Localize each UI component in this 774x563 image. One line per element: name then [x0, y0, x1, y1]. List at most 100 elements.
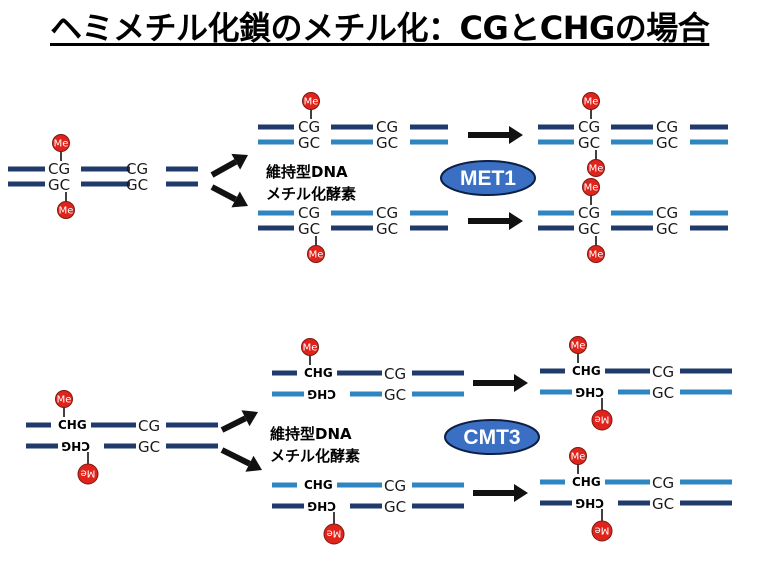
base-pair-top: CG — [578, 118, 600, 136]
arrow-icon — [220, 410, 258, 433]
base-pair-top: CG — [376, 118, 398, 136]
methyl-label: Me — [81, 468, 96, 479]
strand-segment — [605, 368, 650, 374]
methyl-group: Me — [301, 338, 319, 365]
enzyme-description-line1: 維持型DNA — [270, 425, 352, 443]
strand-segment — [26, 443, 58, 449]
base-pair-top: CG — [652, 363, 674, 381]
methyl-label: Me — [59, 206, 74, 217]
strand-segment — [91, 422, 136, 428]
enzyme-label: MET1 — [460, 167, 516, 190]
arrow-head — [231, 191, 248, 208]
methyl-label: Me — [303, 343, 318, 354]
arrow-icon — [220, 447, 262, 472]
methyl-group: Me — [52, 134, 70, 161]
methyl-group: Me — [55, 390, 73, 417]
base-pair-top: CG — [652, 474, 674, 492]
base-pair-bottom: GC — [126, 176, 148, 194]
base-pair-top: CG — [656, 118, 678, 136]
base-pair-top: CG — [298, 204, 320, 222]
methyl-circle — [582, 92, 600, 110]
base-pair-bottom: GC — [652, 495, 674, 513]
methyl-circle — [52, 134, 70, 152]
chg-site-top: CHG — [58, 418, 87, 432]
methyl-group: Me — [57, 192, 75, 219]
chg-site-bottom: CHG — [307, 387, 336, 401]
base-pair-bottom: GC — [578, 220, 600, 238]
methyl-circle — [307, 245, 325, 263]
methyl-label: Me — [589, 164, 604, 175]
methyl-label: Me — [571, 341, 586, 352]
chg-site-bottom: CHG — [61, 439, 90, 453]
arrow-head — [245, 455, 262, 472]
methyl-label: Me — [57, 395, 72, 406]
strand-segment — [331, 124, 373, 130]
base-pair-bottom: GC — [376, 220, 398, 238]
methyl-group: Me — [569, 447, 587, 474]
page-title: ヘミメチル化鎖のメチル化：CGとCHGの場合 — [50, 9, 710, 47]
strand-segment — [690, 210, 728, 216]
strand-segment — [8, 181, 45, 187]
base-pair-bottom: GC — [656, 134, 678, 152]
methyl-group: Me — [587, 236, 605, 263]
enzyme-met1: MET1 — [440, 160, 536, 196]
methyl-label: Me — [595, 525, 610, 536]
strand-segment — [618, 500, 650, 506]
strand-segment — [166, 181, 198, 187]
arrow-icon — [210, 184, 248, 208]
methyl-circle — [587, 245, 605, 263]
strand-segment — [618, 389, 650, 395]
methyl-circle — [569, 336, 587, 354]
strand-segment — [410, 124, 448, 130]
methyl-label: Me — [584, 97, 599, 108]
methyl-group: Me — [569, 336, 587, 363]
strand-segment — [331, 210, 373, 216]
chg-site-bottom: CHG — [307, 499, 336, 513]
arrow-head — [514, 374, 528, 392]
strand-segment — [166, 443, 218, 449]
chg-site-top: CHG — [304, 478, 333, 492]
methyl-label: Me — [327, 528, 342, 539]
arrow-head — [231, 153, 248, 170]
methyl-circle — [591, 520, 613, 542]
strand-segment — [538, 139, 574, 145]
methyl-label: Me — [589, 250, 604, 261]
methyl-group: Me — [591, 398, 613, 431]
strand-segment — [410, 210, 448, 216]
arrow-shaft — [220, 447, 251, 467]
methyl-circle — [323, 523, 345, 545]
enzyme-label: CMT3 — [463, 426, 520, 449]
strand-segment — [412, 370, 464, 376]
strand-segment — [412, 503, 464, 509]
strand-segment — [258, 225, 294, 231]
methyl-circle — [582, 178, 600, 196]
strand-segment — [540, 479, 565, 485]
base-pair-top: CG — [48, 160, 70, 178]
enzyme-oval — [444, 419, 540, 455]
strand-segment — [272, 482, 297, 488]
methyl-circle — [302, 92, 320, 110]
base-pair-bottom: GC — [298, 134, 320, 152]
enzyme-description-line1: 維持型DNA — [266, 163, 348, 181]
base-pair-bottom: GC — [652, 384, 674, 402]
methyl-group: Me — [591, 509, 613, 542]
strand-segment — [611, 225, 653, 231]
strand-segment — [611, 139, 653, 145]
methyl-label: Me — [595, 414, 610, 425]
arrow-shaft — [210, 159, 238, 178]
base-pair-top: CG — [384, 477, 406, 495]
strand-segment — [540, 368, 565, 374]
arrow-head — [241, 410, 258, 427]
strand-segment — [8, 166, 45, 172]
strand-segment — [690, 124, 728, 130]
strand-segment — [81, 181, 130, 187]
arrow-head — [509, 126, 523, 144]
strand-segment — [410, 225, 448, 231]
chg-site-top: CHG — [572, 475, 601, 489]
